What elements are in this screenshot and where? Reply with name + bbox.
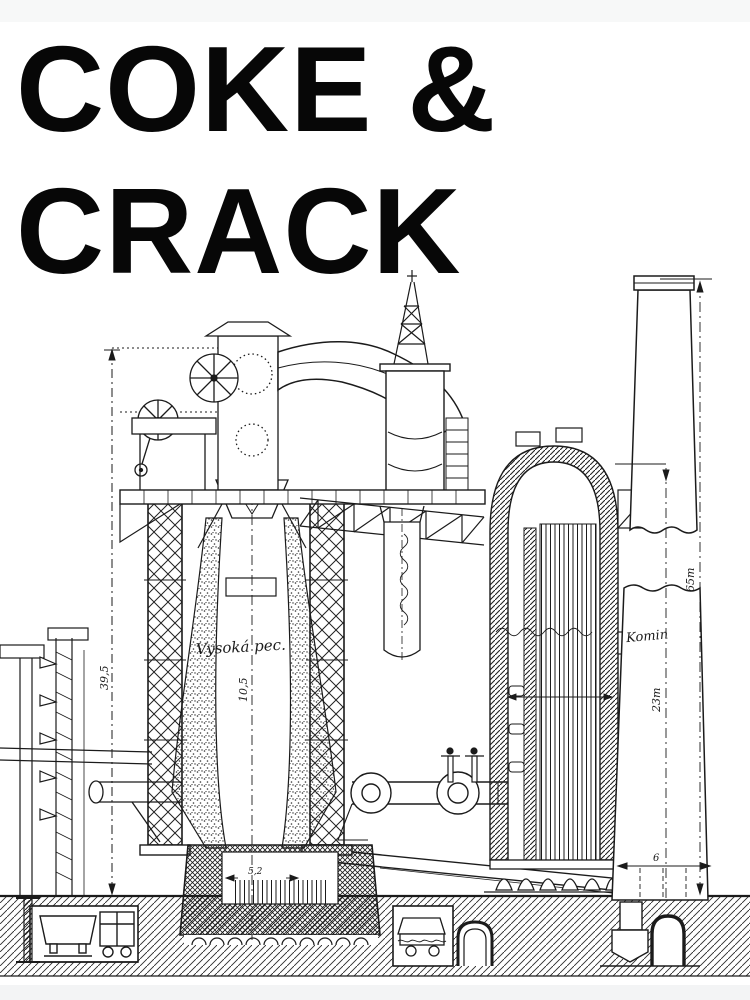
pulley-wheel-large [189, 353, 239, 403]
title-line-2: CRACK [16, 163, 462, 299]
stove-top-valves [515, 427, 583, 447]
combustion-chamber-wall [523, 527, 537, 861]
dim-stove-chimney: 23m [650, 688, 663, 713]
blast-valves [441, 747, 484, 783]
dim-hearth: 5,2 [248, 867, 263, 877]
top-works [131, 321, 293, 491]
chimney-centerline [615, 463, 670, 898]
dim-furnace-profile: 10,5 [237, 678, 250, 703]
box-wagon [99, 911, 135, 958]
bottom-border-strip [0, 985, 750, 1000]
stairs [445, 417, 469, 497]
cleanout-doors [508, 685, 525, 773]
stove-level-line [506, 693, 614, 701]
hanging-cylinder [379, 505, 425, 660]
hearth-dimension [224, 874, 300, 882]
hopper-wagon [39, 915, 97, 957]
left-hoist-mast [0, 627, 153, 896]
lattice-column-left [147, 494, 183, 846]
dim-chimney-total: 65m [684, 568, 697, 592]
title-line-1: COKE & [16, 21, 497, 157]
stove-underground-flue [611, 901, 649, 963]
left-retaining-beam [16, 897, 40, 963]
hook-flags [39, 656, 58, 821]
pulley-wheel-small [134, 399, 179, 477]
chimney-label: Komin [625, 627, 669, 646]
left-tuyere-pipe [88, 780, 182, 843]
handwritten-note-cylinder [399, 533, 409, 626]
hearth [179, 844, 381, 946]
chimney-height-dimension [660, 278, 712, 896]
dust-catcher [379, 363, 451, 500]
top-border-strip [0, 0, 750, 22]
annotations: Vysoká pec. 10,5 39,5 5,2 Komin 65m 23m … [98, 568, 697, 877]
furnace-label: Vysoká pec. [196, 636, 287, 659]
dim-overall-left: 39,5 [98, 666, 111, 691]
dim-gap: 6 [653, 853, 660, 864]
checker-tubes [539, 523, 597, 861]
ladle-wagon [397, 917, 446, 957]
gap-dimension [616, 862, 712, 870]
handwritten-note-wagon [397, 939, 447, 943]
handwritten-note-stove [495, 627, 593, 637]
chimney-lower-shaft [611, 584, 709, 901]
derrick-tower [393, 270, 429, 365]
charging-platform [119, 489, 486, 549]
blast-main [337, 747, 508, 841]
dimension-left [104, 347, 218, 896]
blast-furnace [88, 270, 508, 946]
chimney-upper-shaft [629, 275, 698, 534]
chimney-flue-arch [650, 914, 686, 966]
chimney [611, 275, 712, 901]
stove-base [484, 859, 624, 893]
